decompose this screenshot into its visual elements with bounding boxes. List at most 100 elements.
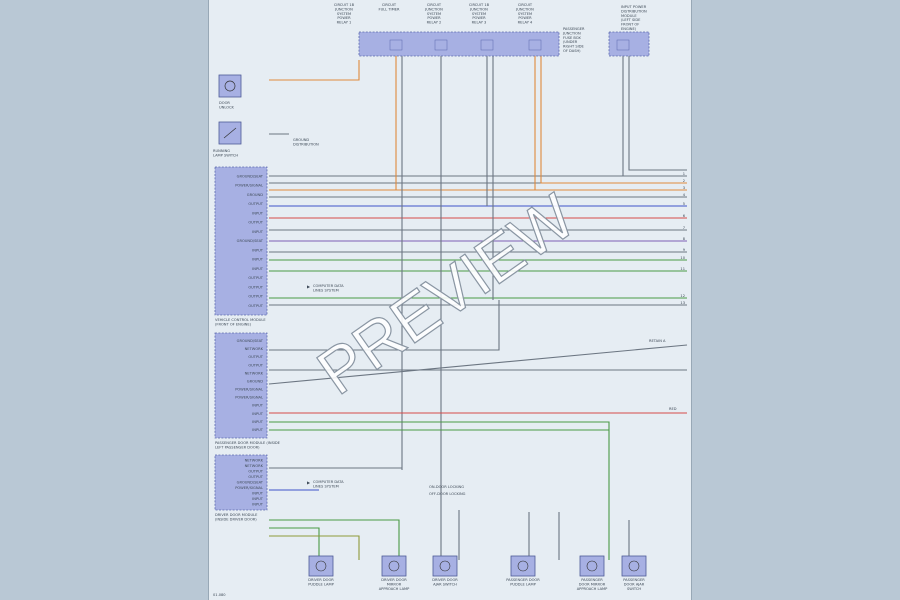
relay-label: RELAY 3 bbox=[472, 21, 487, 25]
lamp-symbol bbox=[439, 560, 451, 572]
module-pin-label: GROUND/SEAT bbox=[237, 481, 264, 485]
module-pin-label: GROUND bbox=[247, 193, 263, 197]
module-pin-label: NETWORK bbox=[245, 464, 264, 468]
module-pin-label: INPUT bbox=[252, 404, 264, 408]
module-name: (FRONT OF ENGINE) bbox=[215, 323, 252, 327]
power-module-label: (LEFT SIDE bbox=[621, 18, 641, 22]
module-pin-label: OUTPUT bbox=[248, 276, 263, 280]
data-arrow: ▶ bbox=[307, 480, 311, 485]
door-unlock-label: UNLOCK bbox=[219, 105, 235, 109]
relay-label: SYSTEM bbox=[427, 12, 441, 16]
relay-label: JUNCTION bbox=[424, 7, 443, 11]
module-pin-label: NETWORK bbox=[245, 347, 264, 351]
control-module bbox=[214, 166, 268, 316]
bottom-component-label: DOOR MIRROR bbox=[579, 582, 606, 586]
bottom-component bbox=[579, 555, 605, 577]
relay-label: RELAY 4 bbox=[518, 21, 533, 25]
bottom-component-label: DOOR AJAR bbox=[624, 582, 645, 586]
relay-label: SYSTEM bbox=[518, 12, 532, 16]
bottom-component-label: PUDDLE LAMP bbox=[308, 582, 334, 586]
relay-label: SYSTEM bbox=[472, 12, 486, 16]
component-layer bbox=[214, 31, 650, 577]
right-label-a: RETAIN A bbox=[649, 339, 666, 343]
bottom-component-label: PASSENGER bbox=[623, 578, 645, 582]
lamp-symbol bbox=[388, 560, 400, 572]
running-lamp-label: RUNNING bbox=[213, 149, 230, 153]
module-pin-label: OUTPUT bbox=[248, 202, 263, 206]
bottom-component-label: APPROACH LAMP bbox=[379, 587, 410, 591]
module-pin-label: POWER/SIGNAL bbox=[235, 396, 263, 400]
power-module-label: INPUT POWER bbox=[621, 5, 647, 9]
page-number: 01.080 bbox=[213, 593, 226, 597]
ground-distribution-label: GROUND bbox=[293, 138, 309, 142]
module-pin-label: INPUT bbox=[252, 267, 264, 271]
bottom-component-label: DRIVER DOOR bbox=[381, 578, 407, 582]
terminal-number: 3 bbox=[683, 186, 685, 190]
module-pin-label: INPUT bbox=[252, 258, 264, 262]
relay-label: POWER bbox=[427, 16, 441, 20]
fuse bbox=[480, 39, 494, 51]
switch-symbol bbox=[223, 127, 237, 139]
relay-label: JUNCTION bbox=[334, 7, 353, 11]
computer-data-label: COMPUTER DATA bbox=[313, 480, 344, 484]
computer-data-label: LINES SYSTEM bbox=[313, 288, 339, 292]
terminal-number: 5 bbox=[683, 202, 685, 206]
junction-box-label: FUSE BOX bbox=[563, 36, 581, 40]
bottom-component-label: DRIVER DOOR bbox=[432, 578, 458, 582]
module-name: DRIVER DOOR MODULE bbox=[215, 513, 258, 517]
bottom-component-label: PASSENGER DOOR bbox=[506, 578, 540, 582]
module-pin-label: POWER/SIGNAL bbox=[235, 388, 263, 392]
terminal-number: 7 bbox=[683, 226, 685, 230]
relay-label: CIRCUIT 1B bbox=[469, 3, 490, 7]
fuse bbox=[389, 39, 403, 51]
terminal-number: 8 bbox=[683, 237, 686, 241]
control-module bbox=[214, 332, 268, 439]
bottom-component-label: PUDDLE LAMP bbox=[510, 582, 536, 586]
running-lamp-label: LAMP SWITCH bbox=[213, 153, 238, 157]
lamp-symbol bbox=[586, 560, 598, 572]
junction-box-label: JUNCTION bbox=[562, 31, 581, 35]
module-pin-label: NETWORK bbox=[245, 459, 264, 463]
power-wire bbox=[622, 56, 687, 177]
fuse bbox=[528, 39, 542, 51]
bottom-component bbox=[381, 555, 407, 577]
switch-symbol bbox=[224, 80, 236, 92]
module-pin-label: OUTPUT bbox=[248, 470, 263, 474]
fuse bbox=[616, 39, 630, 51]
relay-label: SYSTEM bbox=[337, 12, 351, 16]
module-pin-label: OUTPUT bbox=[248, 355, 263, 359]
terminal-number: 10 bbox=[680, 256, 685, 260]
module-pin-label: OUTPUT bbox=[248, 475, 263, 479]
relay-label: CIRCUIT 1B bbox=[334, 3, 355, 7]
ground-distribution-label: DISTRIBUTION bbox=[293, 142, 319, 146]
unlock-feed-wire bbox=[269, 60, 360, 81]
computer-data-label: LINES SYSTEM bbox=[313, 484, 339, 488]
module-wire bbox=[269, 300, 500, 351]
module-pin-label: OUTPUT bbox=[248, 304, 263, 308]
lamp-symbol bbox=[517, 560, 529, 572]
bottom-component bbox=[308, 555, 334, 577]
junction-box-label: PASSENGER bbox=[563, 27, 585, 31]
bottom-component bbox=[621, 555, 647, 577]
bottom-component-label: MIRROR bbox=[387, 582, 402, 586]
relay-label: JUNCTION bbox=[515, 7, 534, 11]
power-wire bbox=[628, 56, 687, 171]
terminal-number: 12 bbox=[680, 294, 685, 298]
control-module bbox=[214, 454, 268, 511]
module-pin-label: INPUT bbox=[252, 211, 264, 215]
wire-layer bbox=[268, 56, 688, 560]
module-name: PASSENGER DOOR MODULE (INSIDE bbox=[215, 441, 281, 445]
junction-box-main bbox=[358, 31, 560, 57]
module-name: (INSIDE DRIVER DOOR) bbox=[215, 518, 257, 522]
bottom-component-label: PASSENGER bbox=[581, 578, 603, 582]
module-name: VEHICLE CONTROL MODULE bbox=[215, 318, 266, 322]
module-pin-label: GROUND bbox=[247, 379, 263, 383]
module-pin-label: INPUT bbox=[252, 497, 264, 501]
relay-label: RELAY 2 bbox=[427, 21, 442, 25]
module-wire bbox=[269, 535, 360, 560]
relay-label: FULL TIMER bbox=[379, 7, 400, 11]
power-module-label: DISTRIBUTION bbox=[621, 9, 647, 13]
legend-on: ON-DOOR LOCKING bbox=[429, 485, 464, 489]
module-pin-label: INPUT bbox=[252, 420, 264, 424]
